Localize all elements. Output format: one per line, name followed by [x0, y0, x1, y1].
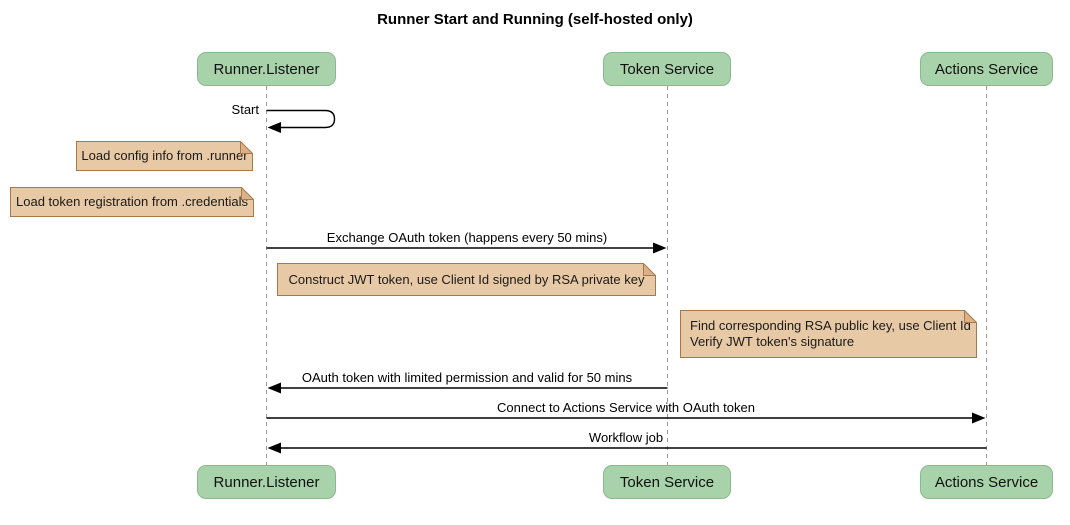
actor-label: Runner.Listener	[213, 60, 320, 78]
diagram-title: Runner Start and Running (self-hosted on…	[377, 11, 693, 28]
note-fold-icon	[964, 310, 977, 323]
note-find-rsa: Find corresponding RSA public key, use C…	[680, 310, 977, 358]
note-fold-icon	[241, 187, 254, 200]
note-fold-icon	[643, 263, 656, 276]
actor-bottom-actions-service: Actions Service	[920, 465, 1053, 499]
message-label-connect: Connect to Actions Service with OAuth to…	[497, 400, 755, 415]
message-connect-arrowhead	[972, 412, 986, 424]
actor-bottom-token-service: Token Service	[603, 465, 731, 499]
actor-label: Token Service	[619, 473, 715, 491]
note-construct-jwt: Construct JWT token, use Client Id signe…	[277, 263, 656, 296]
note-load-config: Load config info from .runner	[76, 141, 253, 171]
actor-label: Actions Service	[934, 60, 1039, 78]
note-load-token: Load token registration from .credential…	[10, 187, 254, 217]
note-text: Load config info from .runner	[81, 148, 248, 163]
note-text: Construct JWT token, use Client Id signe…	[288, 271, 645, 287]
actor-bottom-runner-listener: Runner.Listener	[197, 465, 336, 499]
self-message-start-arrowhead	[267, 122, 281, 133]
actor-label: Token Service	[619, 60, 715, 78]
message-label-start: Start	[231, 102, 259, 117]
message-oauth-return-arrowhead	[267, 382, 281, 394]
message-label-exchange: Exchange OAuth token (happens every 50 m…	[326, 230, 608, 245]
message-label-workflow: Workflow job	[588, 430, 664, 445]
actor-label: Runner.Listener	[213, 473, 320, 491]
message-exchange-arrowhead	[653, 242, 667, 254]
actor-top-runner-listener: Runner.Listener	[197, 52, 336, 86]
actor-top-token-service: Token Service	[603, 52, 731, 86]
actor-top-actions-service: Actions Service	[920, 52, 1053, 86]
actor-label: Actions Service	[934, 473, 1039, 491]
self-message-start-line	[266, 109, 336, 129]
note-text-line1: Find corresponding RSA public key, use C…	[690, 318, 971, 333]
note-text: Load token registration from .credential…	[16, 194, 248, 209]
note-fold-icon	[240, 141, 253, 154]
message-workflow-arrowhead	[267, 442, 281, 454]
message-label-oauth-return: OAuth token with limited permission and …	[301, 370, 633, 385]
note-text-line2: Verify JWT token's signature	[690, 334, 855, 349]
